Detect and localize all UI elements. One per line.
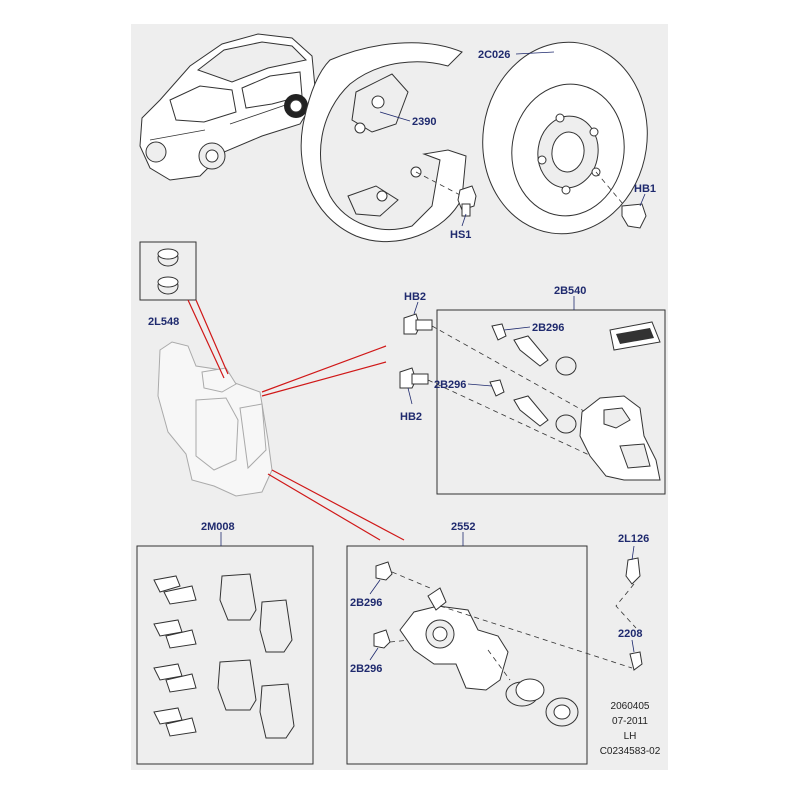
carrier-bracket	[579, 395, 661, 481]
bolt-hb2-lower	[399, 367, 429, 389]
caliper-assembly-ghost	[157, 341, 273, 497]
brake-disc-part	[482, 41, 648, 235]
pad-clips-left	[153, 575, 197, 737]
callout-2m008: 2M008	[201, 521, 235, 533]
shield-bolt-hs1	[457, 185, 477, 217]
bleed-screw-2208	[629, 651, 643, 671]
brake-pad-kit-box	[136, 545, 314, 765]
caliper-piston	[505, 678, 545, 707]
callout-2l126: 2L126	[618, 533, 649, 545]
disc-bolt-hb1	[595, 171, 647, 229]
diagram-side: LH	[624, 731, 637, 742]
callout-2b296-upper: 2B296	[532, 322, 564, 334]
bush-kit-box	[139, 241, 197, 301]
callout-2b296-caliper-upper: 2B296	[350, 597, 382, 609]
bolt-hb2-upper	[403, 313, 433, 335]
piston-seal	[545, 697, 579, 727]
callout-2208: 2208	[618, 628, 642, 640]
bleed-cap-2l126	[625, 557, 641, 585]
callout-2552: 2552	[451, 521, 475, 533]
grease-sachet	[609, 321, 661, 351]
caliper-bolts	[373, 561, 393, 649]
caliper-kit-box	[346, 545, 588, 765]
callout-2b296-caliper-lower: 2B296	[350, 663, 382, 675]
guide-pins	[489, 323, 549, 427]
callout-leaders	[369, 51, 646, 661]
callout-2l548: 2L548	[148, 316, 179, 328]
diagram-reference: C0234583-02	[600, 746, 661, 757]
carrier-kit-box	[436, 309, 666, 495]
carrier-bushes	[555, 356, 577, 434]
callout-2b540: 2B540	[554, 285, 586, 297]
callout-2c026: 2C026	[478, 49, 510, 61]
callout-hb2-upper: HB2	[404, 291, 426, 303]
callout-2390: 2390	[412, 116, 436, 128]
callout-hb1: HB1	[634, 183, 656, 195]
dust-shield-part	[300, 42, 467, 243]
vehicle-illustration	[139, 33, 317, 181]
red-leader-lines	[187, 299, 405, 541]
diagram-number: 2060405	[611, 701, 650, 712]
diagram-date: 07-2011	[612, 716, 648, 727]
callout-2b296-lower: 2B296	[434, 379, 466, 391]
brake-pads	[217, 573, 295, 739]
callout-hs1: HS1	[450, 229, 471, 241]
callout-hb2-lower: HB2	[400, 411, 422, 423]
